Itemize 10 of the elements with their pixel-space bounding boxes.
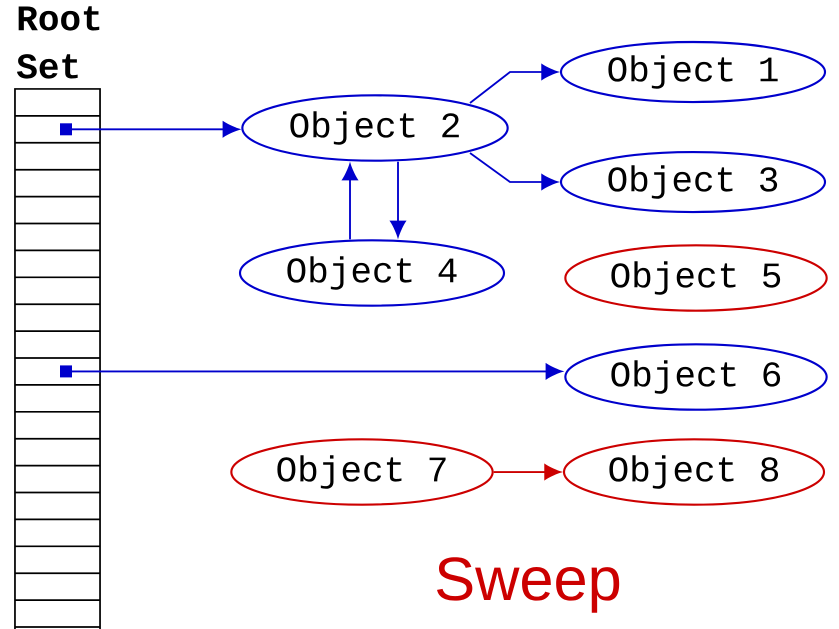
arrow xyxy=(342,164,358,240)
root-set-stack: Root Set xyxy=(14,6,101,629)
arrow xyxy=(60,364,562,380)
node-label: Root Set xyxy=(16,6,100,79)
arrow xyxy=(60,122,240,138)
title-text: Sweep xyxy=(437,557,620,613)
arrow xyxy=(390,162,406,238)
arrow xyxy=(494,464,561,480)
arrow xyxy=(469,64,558,104)
arrow xyxy=(469,152,558,190)
